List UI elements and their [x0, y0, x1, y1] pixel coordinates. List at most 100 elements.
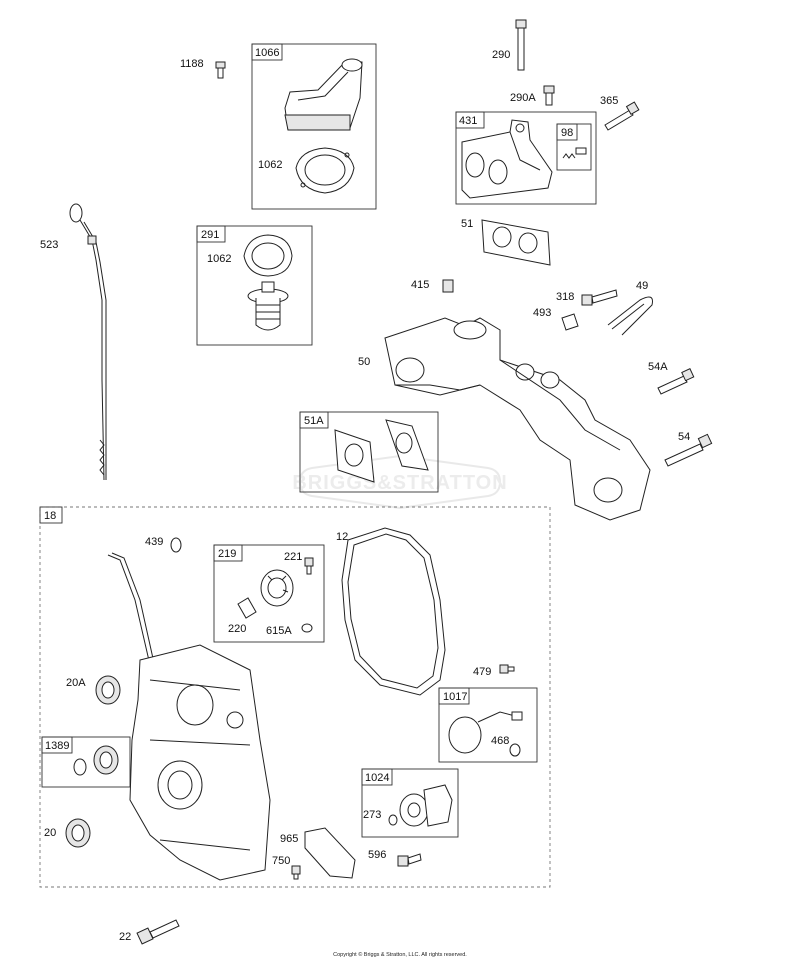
label-596[interactable]: 596: [368, 849, 386, 861]
box-98-tab: [556, 123, 578, 141]
part-1017-pickup-tube[interactable]: [448, 711, 523, 754]
label-479[interactable]: 479: [473, 666, 491, 678]
label-290A[interactable]: 290A: [510, 92, 536, 104]
watermark-text: BRIGGS&STRATTON: [292, 472, 507, 494]
part-51A-gasket-right[interactable]: [385, 419, 429, 471]
part-523-dipstick[interactable]: [69, 203, 107, 481]
part-thermostat-housing[interactable]: [284, 58, 363, 131]
box-219-tab: [213, 544, 243, 562]
part-493-clip[interactable]: [561, 313, 579, 331]
part-1024-oil-pump[interactable]: [399, 784, 453, 827]
label-98[interactable]: 98: [561, 127, 573, 139]
label-493[interactable]: 493: [533, 307, 551, 319]
part-20-bearing[interactable]: [65, 818, 91, 848]
box-219: [213, 544, 325, 643]
box-51A-tab: [299, 411, 329, 429]
label-615A[interactable]: 615A: [266, 625, 292, 637]
part-615A-clip[interactable]: [301, 623, 313, 633]
box-51A: [299, 411, 439, 493]
label-1188[interactable]: 1188: [180, 58, 204, 70]
copyright-notice: Copyright © Briggs & Stratton, LLC. All …: [333, 951, 467, 958]
part-290A-screw[interactable]: [543, 85, 555, 106]
label-54A[interactable]: 54A: [648, 361, 668, 373]
label-318[interactable]: 318: [556, 291, 574, 303]
label-290[interactable]: 290: [492, 49, 510, 61]
part-1062-gasket-b[interactable]: [243, 234, 293, 277]
box-1389: [41, 736, 131, 788]
watermark: BRIGGS&STRATTON: [292, 454, 507, 510]
label-365[interactable]: 365: [600, 95, 618, 107]
part-415-plug[interactable]: [442, 279, 454, 293]
label-523[interactable]: 523: [40, 239, 58, 251]
part-22-bolt[interactable]: [136, 919, 180, 945]
label-221[interactable]: 221: [284, 551, 302, 563]
box-1389-tab: [41, 736, 73, 754]
label-1389[interactable]: 1389: [45, 740, 69, 752]
box-431-tab: [455, 111, 485, 129]
label-12[interactable]: 12: [336, 531, 348, 543]
label-1066[interactable]: 1066: [255, 47, 279, 59]
part-54A-bolt[interactable]: [657, 368, 695, 395]
label-20[interactable]: 20: [44, 827, 56, 839]
part-750-screw[interactable]: [291, 865, 301, 880]
part-596-bolt[interactable]: [397, 853, 422, 867]
part-54-bolt[interactable]: [664, 433, 713, 467]
part-468-o-ring[interactable]: [509, 743, 521, 757]
box-1066: [251, 43, 377, 210]
part-12-gasket[interactable]: [341, 527, 446, 696]
label-22[interactable]: 22: [119, 931, 131, 943]
label-50[interactable]: 50: [358, 356, 370, 368]
part-20A-bearing[interactable]: [95, 675, 121, 705]
part-crankcase-cover[interactable]: [107, 552, 271, 881]
box-291: [196, 225, 313, 346]
label-20A[interactable]: 20A: [66, 677, 86, 689]
label-51[interactable]: 51: [461, 218, 473, 230]
label-750[interactable]: 750: [272, 855, 290, 867]
part-98-spring[interactable]: [562, 147, 587, 159]
label-1062-b[interactable]: 1062: [207, 253, 231, 265]
part-50-intake-manifold[interactable]: [384, 317, 651, 521]
box-1024: [361, 768, 459, 838]
part-965-cover-plate[interactable]: [304, 827, 356, 879]
label-51A[interactable]: 51A: [304, 415, 324, 427]
part-318-bolt[interactable]: [581, 289, 618, 306]
label-439[interactable]: 439: [145, 536, 163, 548]
part-220-lever[interactable]: [237, 597, 257, 619]
label-220[interactable]: 220: [228, 623, 246, 635]
box-1066-tab: [251, 43, 283, 61]
part-51-gasket[interactable]: [481, 219, 551, 266]
part-439-ring[interactable]: [170, 537, 182, 553]
label-468[interactable]: 468: [491, 735, 509, 747]
label-49[interactable]: 49: [636, 280, 648, 292]
part-1188-screw[interactable]: [215, 61, 226, 79]
label-219[interactable]: 219: [218, 548, 236, 560]
label-1024[interactable]: 1024: [365, 772, 389, 784]
part-1389-seal-kit[interactable]: [73, 745, 119, 776]
label-1062-a[interactable]: 1062: [258, 159, 282, 171]
part-1062-gasket-a[interactable]: [295, 147, 355, 194]
label-965[interactable]: 965: [280, 833, 298, 845]
box-18: [39, 506, 551, 888]
part-479-screw[interactable]: [499, 664, 515, 674]
label-1017[interactable]: 1017: [443, 691, 467, 703]
label-291[interactable]: 291: [201, 229, 219, 241]
part-431-bracket[interactable]: [461, 119, 553, 199]
label-273[interactable]: 273: [363, 809, 381, 821]
box-431: [455, 111, 597, 205]
label-415[interactable]: 415: [411, 279, 429, 291]
label-431[interactable]: 431: [459, 115, 477, 127]
part-273-ring[interactable]: [388, 814, 398, 826]
part-221-pin[interactable]: [304, 557, 314, 575]
box-1017: [438, 687, 538, 763]
part-49-u-bolt[interactable]: [607, 296, 653, 336]
part-290-bolt[interactable]: [515, 19, 527, 71]
part-51A-gasket-left[interactable]: [334, 429, 375, 483]
box-291-tab: [196, 225, 226, 243]
part-365-bolt[interactable]: [604, 101, 640, 131]
part-219-governor-gear[interactable]: [260, 569, 294, 607]
label-54[interactable]: 54: [678, 431, 690, 443]
label-18[interactable]: 18: [44, 510, 56, 522]
part-thermostat[interactable]: [247, 281, 289, 331]
box-1017-tab: [438, 687, 470, 705]
